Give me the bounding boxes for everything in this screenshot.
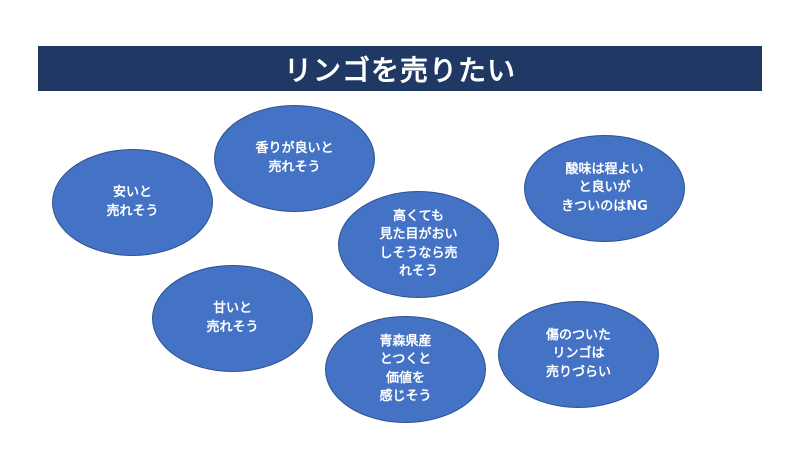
idea-bubble-fragrance: 香りが良いと 売れそう <box>214 105 375 212</box>
page-title: リンゴを売りたい <box>283 53 516 87</box>
title-banner: リンゴを売りたい <box>38 46 762 91</box>
idea-bubble-aomori: 青森県産 とつくと 価値を 感じそう <box>325 316 486 423</box>
idea-bubble-damaged: 傷のついた リンゴは 売りづらい <box>498 301 659 408</box>
bubble-text: 青森県産 とつくと 価値を 感じそう <box>379 334 432 404</box>
idea-bubble-appearance: 高くても 見た目がおい しそうなら売 れそう <box>338 191 499 298</box>
bubble-text: 高くても 見た目がおい しそうなら売 れそう <box>379 209 458 279</box>
bubble-text: 香りが良いと 売れそう <box>255 141 334 175</box>
bubble-text: 甘いと 売れそう <box>206 301 259 335</box>
bubble-text: 安いと 売れそう <box>106 185 159 219</box>
bubble-text: 酸味は程よい と良いが きついのはNG <box>561 162 648 214</box>
idea-bubble-cheap: 安いと 売れそう <box>52 149 213 256</box>
idea-bubble-acidity: 酸味は程よい と良いが きついのはNG <box>524 135 685 242</box>
idea-bubble-sweet: 甘いと 売れそう <box>152 265 313 372</box>
bubble-text: 傷のついた リンゴは 売りづらい <box>545 328 611 380</box>
